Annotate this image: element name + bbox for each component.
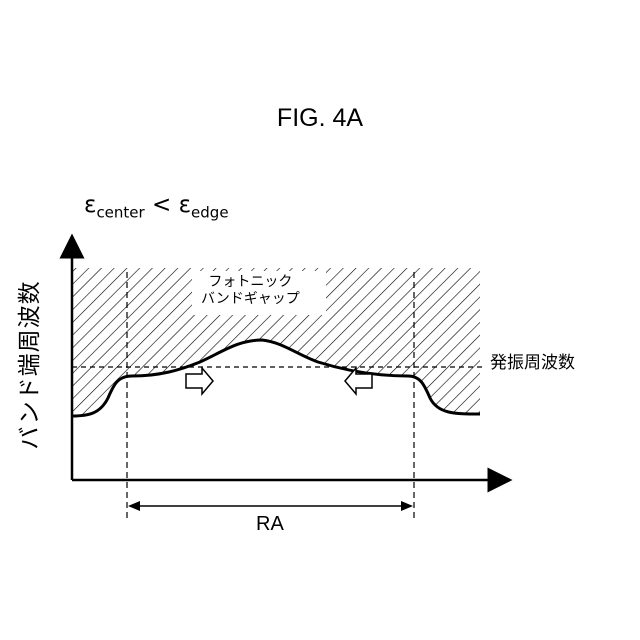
epsilon-edge-symbol: ε <box>179 192 191 218</box>
epsilon-edge-subscript: edge <box>191 204 229 222</box>
dielectric-condition: εcenter < εedge <box>84 192 229 222</box>
ra-arrowhead-left <box>128 501 140 511</box>
relation-symbol: < <box>152 192 171 218</box>
shift-arrow-right <box>186 368 213 394</box>
ra-arrowhead-right <box>401 501 413 511</box>
band-gap-label-line2: バンドギャップ <box>201 291 300 308</box>
epsilon-center-symbol: ε <box>84 192 96 218</box>
oscillation-frequency-label: 発振周波数 <box>490 348 575 373</box>
y-axis-label: バンド端周波数 <box>10 280 44 449</box>
band-gap-label: フォトニック バンドギャップ <box>197 273 304 309</box>
band-gap-label-line1: フォトニック <box>201 274 300 291</box>
epsilon-center-subscript: center <box>96 204 144 222</box>
range-label: RA <box>256 513 284 536</box>
figure-title: FIG. 4A <box>0 104 640 133</box>
